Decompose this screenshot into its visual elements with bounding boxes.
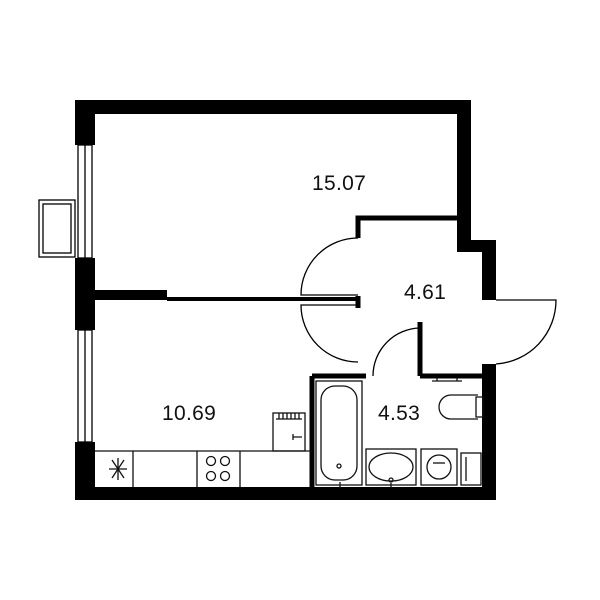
room-area-bathroom: 4.53 bbox=[378, 402, 421, 425]
washing-machine bbox=[420, 448, 458, 486]
room-area-kitchen: 10.69 bbox=[162, 402, 217, 425]
kitchen-fixtures bbox=[95, 412, 312, 487]
door-bedroom bbox=[300, 237, 359, 296]
doors bbox=[300, 237, 557, 377]
bathroom-fixtures bbox=[315, 378, 484, 488]
boiler bbox=[272, 412, 306, 452]
wall-left-middle bbox=[75, 258, 95, 330]
sink-counter bbox=[365, 448, 417, 486]
bathtub bbox=[315, 380, 363, 486]
cabinet bbox=[460, 452, 482, 486]
wall-top bbox=[75, 100, 471, 114]
wall-left-bottom bbox=[75, 442, 95, 500]
balcony bbox=[38, 199, 76, 258]
wall-left-top bbox=[75, 100, 95, 145]
room-area-bedroom: 15.07 bbox=[312, 172, 367, 195]
toilet bbox=[438, 394, 478, 420]
towel-rail bbox=[432, 378, 462, 382]
room-area-hallway: 4.61 bbox=[404, 281, 447, 304]
sink bbox=[368, 452, 414, 482]
wall-bottom bbox=[75, 487, 496, 500]
wall-right-lower bbox=[482, 364, 496, 500]
vent-icon bbox=[109, 458, 127, 480]
door-entrance bbox=[495, 299, 557, 365]
outer-walls bbox=[75, 100, 496, 500]
windows bbox=[38, 144, 93, 443]
wall-right-upper bbox=[457, 100, 471, 240]
wall-hall-top bbox=[355, 215, 462, 238]
door-kitchen bbox=[300, 304, 359, 363]
kitchen-counter bbox=[95, 450, 312, 487]
wall-right-jamb bbox=[482, 240, 496, 300]
door-bathroom bbox=[372, 327, 421, 377]
stove-burners bbox=[205, 455, 231, 482]
